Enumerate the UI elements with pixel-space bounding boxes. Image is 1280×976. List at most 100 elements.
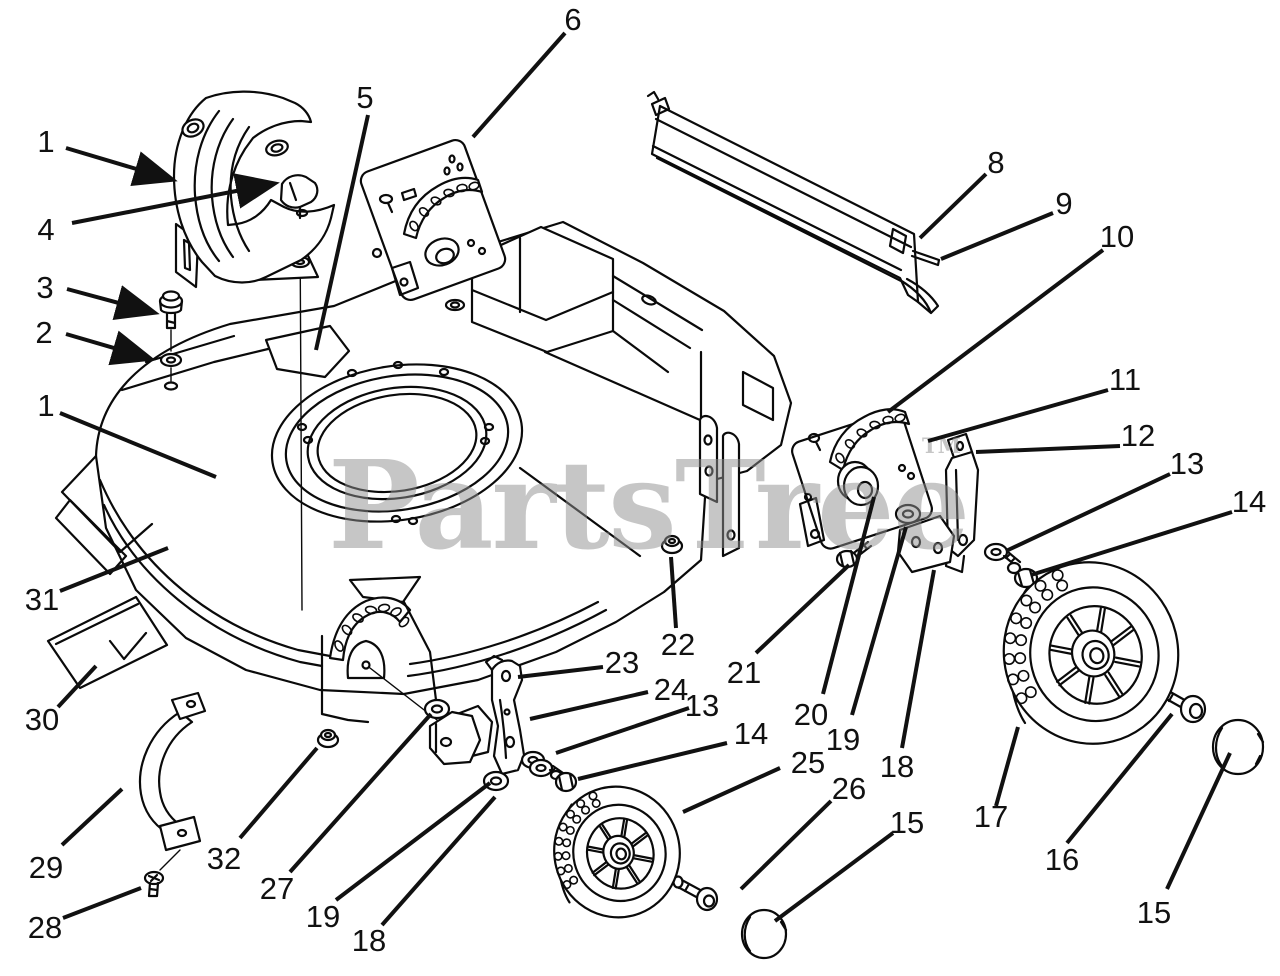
tread-knob — [1017, 669, 1030, 682]
leader-line-23 — [517, 665, 604, 679]
callout-layer: 1432156891011121314313029283227191823241… — [25, 2, 1266, 958]
nut-22-drawing — [660, 534, 684, 555]
axle-hole — [615, 847, 628, 861]
callout-label-29: 29 — [29, 850, 63, 885]
watermark-text: PartsTree — [328, 433, 968, 577]
line-art-shape — [898, 277, 940, 315]
line-art-shape — [844, 439, 856, 449]
spoke — [1112, 629, 1135, 647]
line-art-shape — [409, 220, 419, 232]
spoke — [1114, 656, 1141, 664]
line-art-shape — [444, 298, 466, 312]
bolt-14-rear-drawing — [1002, 550, 1039, 589]
leader-line-19m — [850, 526, 908, 716]
line-art-shape — [159, 849, 181, 871]
line-art-shape — [299, 220, 303, 611]
callout-label-16: 16 — [1045, 842, 1079, 877]
line-art-shape — [172, 90, 336, 284]
leader-line-13m — [555, 706, 690, 755]
line-art-shape — [1002, 550, 1022, 568]
line-art-shape — [407, 516, 419, 526]
line-art-shape — [500, 669, 512, 683]
tread-knob — [1024, 686, 1037, 699]
line-art-shape — [430, 196, 442, 206]
line-art-shape — [955, 440, 965, 452]
skirt-30-drawing — [46, 595, 169, 690]
line-art-shape — [798, 496, 826, 548]
callout-label-25: 25 — [791, 745, 825, 780]
line-art-shape — [390, 260, 420, 297]
line-art-shape — [814, 440, 822, 452]
line-art-shape — [518, 350, 702, 558]
line-art-shape — [894, 503, 922, 525]
line-art-shape — [932, 541, 944, 555]
washer-19-rear-drawing — [894, 503, 922, 525]
line-art-shape — [456, 162, 464, 172]
spoke — [630, 831, 647, 845]
line-art-shape — [456, 183, 468, 193]
line-art-shape — [378, 193, 394, 205]
line-art-shape — [439, 736, 453, 748]
line-art-shape — [954, 468, 960, 542]
line-art-shape — [1179, 694, 1207, 724]
leader-line-6 — [471, 31, 567, 139]
line-art-shape — [323, 731, 333, 739]
line-art-shape — [468, 181, 480, 191]
spoke — [1055, 665, 1078, 683]
line-art-shape — [906, 471, 916, 481]
tread-knob — [1056, 579, 1069, 592]
bracket-12-drawing — [944, 432, 980, 574]
spoke — [614, 868, 620, 890]
hubcap-15-front-drawing — [740, 908, 788, 960]
callout-label-19b: 19 — [306, 899, 340, 934]
washer-13-rear-drawing — [983, 542, 1009, 562]
line-art-shape — [490, 659, 526, 776]
line-art-shape — [702, 894, 716, 908]
callout-label-6: 6 — [564, 2, 581, 37]
arch-scallop-slots — [334, 603, 410, 652]
callout-label-31: 31 — [25, 582, 59, 617]
tread-knob — [1007, 673, 1020, 686]
callout-label-23: 23 — [605, 645, 639, 680]
spoke — [1099, 608, 1106, 636]
leader-line-14m — [577, 741, 728, 781]
line-art-shape — [163, 381, 179, 391]
leader-line-19b — [334, 781, 492, 902]
leader-line-3 — [66, 285, 160, 320]
callout-label-27: 27 — [260, 871, 294, 906]
line-art-shape — [990, 547, 1002, 557]
callout-label-30: 30 — [25, 702, 59, 737]
line-art-shape — [193, 109, 221, 263]
line-art-shape — [438, 367, 450, 377]
spoke — [622, 819, 629, 841]
axle-bolt-26-drawing — [672, 875, 719, 912]
line-art-shape — [400, 187, 418, 202]
callout-label-1b: 1 — [37, 388, 54, 423]
line-art-shape — [894, 413, 906, 423]
tread-knob — [1003, 652, 1016, 665]
tread-knob — [554, 836, 564, 846]
line-art-shape — [390, 607, 402, 617]
tread-knob — [565, 825, 575, 835]
leader-line-11 — [927, 388, 1109, 443]
callout-label-26: 26 — [832, 771, 866, 806]
callout-label-9: 9 — [1055, 186, 1072, 221]
line-art-shape — [296, 422, 308, 432]
line-art-shape — [165, 356, 177, 364]
line-art-shape — [418, 207, 430, 217]
tread-knob — [580, 805, 591, 815]
callout-label-14r: 14 — [1232, 484, 1266, 519]
callout-label-3: 3 — [36, 270, 53, 305]
line-art-shape — [674, 877, 706, 901]
line-art-shape — [423, 698, 451, 720]
line-art-shape — [944, 450, 980, 558]
line-art-shape — [377, 603, 391, 613]
line-art-shape — [435, 247, 455, 265]
callout-label-12: 12 — [1121, 418, 1155, 453]
leader-line-13r — [1005, 472, 1171, 553]
line-art-shape — [229, 125, 251, 253]
line-art-shape — [721, 431, 741, 558]
line-art-shape — [147, 881, 160, 898]
